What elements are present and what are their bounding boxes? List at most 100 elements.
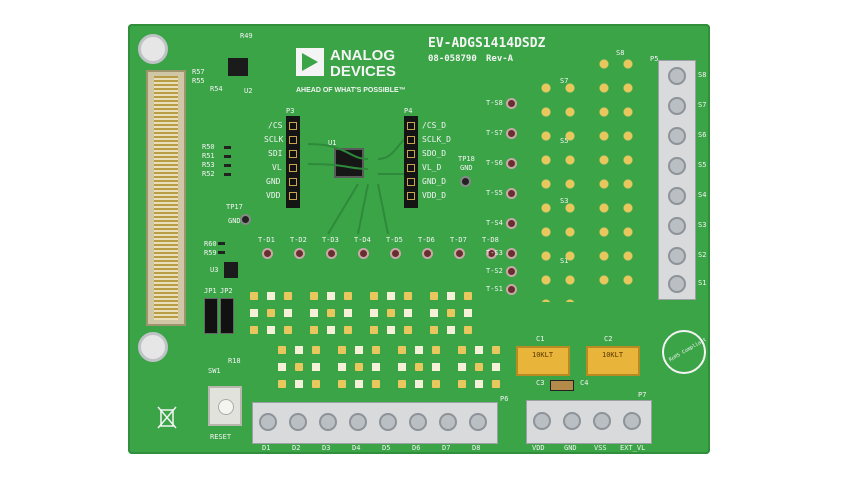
test-point-s7[interactable] [506,128,517,139]
screw-ext-vl[interactable] [623,412,641,430]
screw-s7[interactable] [668,97,686,115]
screw-s3[interactable] [668,217,686,235]
screw-gnd[interactable] [563,412,581,430]
label-p3: P3 [286,107,295,115]
traces [307,133,419,235]
test-point-tp17[interactable] [240,214,251,225]
edge-connector [146,70,186,326]
d-pad-block-3 [308,290,354,336]
tp-d-label-6: T-D6 [418,236,435,244]
d-pad-block-4 [336,344,382,390]
mounting-hole-bottom [138,332,168,362]
screw-s6[interactable] [668,127,686,145]
test-point-s3[interactable] [506,248,517,259]
label-p7: P7 [638,391,647,399]
test-point-d3[interactable] [326,248,337,259]
label-r59: R59 [204,249,217,257]
term-s-label-6: S6 [698,131,707,139]
cap-c2-marking: 10KLT [602,351,624,359]
label-r57: R57 [192,68,205,76]
screw-d7[interactable] [439,413,457,431]
label-r53: R53 [202,161,215,169]
screw-d1[interactable] [259,413,277,431]
tp-d-label-7: T-D7 [450,236,467,244]
test-point-d5[interactable] [390,248,401,259]
reset-button[interactable] [208,386,242,426]
test-point-d7[interactable] [454,248,465,259]
part-number: 08-058790 [428,54,477,64]
screw-s1[interactable] [668,275,686,293]
power-label-vss: VSS [594,444,607,452]
screw-s2[interactable] [668,247,686,265]
label-c3: C3 [536,379,545,387]
power-label-vdd: VDD [532,444,545,452]
screw-s8[interactable] [668,67,686,85]
term-d-label-7: D7 [442,444,451,452]
screw-d6[interactable] [409,413,427,431]
cap-c1-marking: 10KLT [532,351,554,359]
screw-vdd[interactable] [533,412,551,430]
term-s-label-1: S1 [698,279,707,287]
mounting-hole-top [138,34,168,64]
p3-pin-2: SCLK [264,135,284,144]
rohs-badge: RoHS Compliant [662,330,708,374]
label-sw1: SW1 [208,367,221,375]
jumper-jp2[interactable] [220,298,234,334]
screw-d3[interactable] [319,413,337,431]
label-c1: C1 [536,335,545,343]
test-point-s4[interactable] [506,218,517,229]
label-r54: R54 [210,85,223,93]
label-jp1: JP1 [204,287,217,295]
tagline: AHEAD OF WHAT'S POSSIBLE™ [296,87,406,94]
screw-d4[interactable] [349,413,367,431]
test-point-s5[interactable] [506,188,517,199]
label-u1: U1 [328,139,337,147]
test-point-d2[interactable] [294,248,305,259]
tp-s-label-4: T-S4 [486,219,503,227]
label-u2: U2 [244,87,253,95]
test-point-d1[interactable] [262,248,273,259]
tp-s-label-7: T-S7 [486,129,503,137]
revision: Rev-A [486,54,514,64]
chip-u3 [224,262,238,278]
label-p6: P6 [500,395,509,403]
logo-text-line1: ANALOG [330,47,395,64]
test-point-s6[interactable] [506,158,517,169]
analog-devices-logo [296,48,324,76]
d-pad-block-5 [368,290,414,336]
term-s-label-2: S2 [698,251,707,259]
test-point-d6[interactable] [422,248,433,259]
test-point-d8[interactable] [486,248,497,259]
term-d-label-5: D5 [382,444,391,452]
p3-pin-4: VL [272,163,282,172]
test-point-s2[interactable] [506,266,517,277]
power-label-gnd: GND [564,444,577,452]
tp-d-label-8: T-D8 [482,236,499,244]
test-point-s1[interactable] [506,284,517,295]
screw-vss[interactable] [593,412,611,430]
screw-d5[interactable] [379,413,397,431]
screw-s5[interactable] [668,157,686,175]
header-p4 [404,116,418,208]
test-point-d4[interactable] [358,248,369,259]
tp-d-label-4: T-D4 [354,236,371,244]
power-label-ext-vl: EXT_VL [620,444,646,452]
tp-d-label-1: T-D1 [258,236,275,244]
reset-button-cap [218,399,234,415]
p3-pin-1: /CS [268,121,283,130]
label-tp17: TP17 [226,203,243,211]
term-d-label-2: D2 [292,444,301,452]
test-point-s8[interactable] [506,98,517,109]
tp-s-label-6: T-S6 [486,159,503,167]
screw-d8[interactable] [469,413,487,431]
test-point-tp18[interactable] [460,176,471,187]
p3-pin-3: SDI [268,149,283,158]
label-r50: R50 [202,143,215,151]
label-r49: R49 [240,32,253,40]
weee-bin-icon [157,406,177,429]
screw-s4[interactable] [668,187,686,205]
screw-d2[interactable] [289,413,307,431]
p4-pin-4: VL_D [422,163,442,172]
board-name: EV-ADGS1414DSDZ [428,36,546,51]
jumper-jp1[interactable] [204,298,218,334]
